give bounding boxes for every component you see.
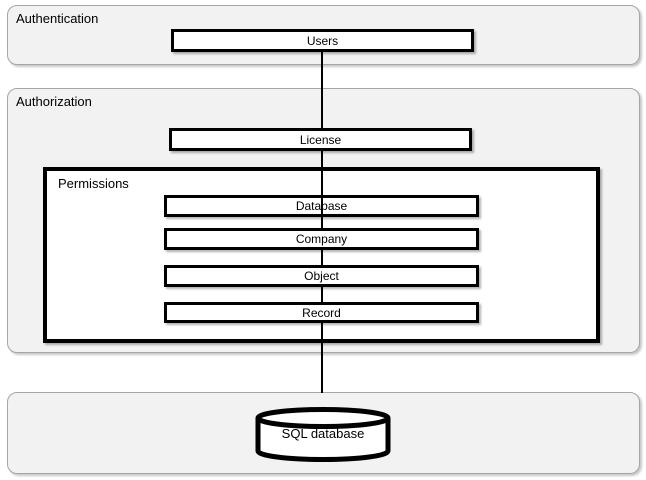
authentication-group: Authentication	[7, 5, 640, 65]
license-node-label: License	[299, 132, 342, 147]
sql-database-node-label: SQL database	[281, 426, 365, 441]
company-node: Company	[164, 228, 479, 250]
object-node-label: Object	[304, 269, 339, 283]
database-cylinder-icon	[255, 407, 391, 462]
sql-database-node: SQL database	[253, 406, 393, 464]
users-node: Users	[171, 29, 474, 52]
authentication-group-label: Authentication	[16, 11, 99, 26]
permissions-group-label: Permissions	[58, 176, 129, 191]
license-node: License	[169, 128, 472, 151]
object-node: Object	[164, 265, 479, 287]
connector-line	[321, 52, 323, 393]
record-node: Record	[164, 302, 479, 323]
users-node-label: Users	[306, 33, 339, 48]
company-node-label: Company	[295, 232, 348, 246]
authorization-group-label: Authorization	[16, 94, 92, 109]
record-node-label: Record	[302, 305, 341, 320]
